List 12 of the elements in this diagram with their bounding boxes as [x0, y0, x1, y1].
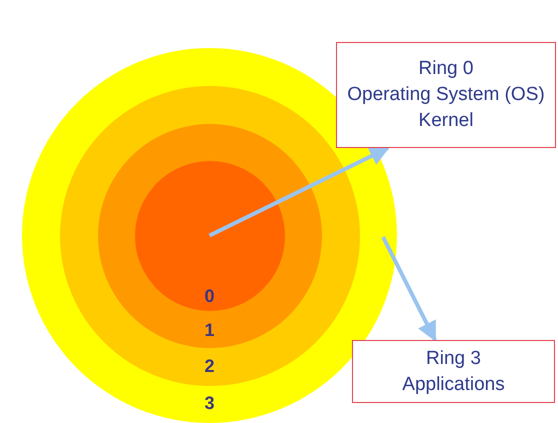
label-box — [352, 340, 555, 403]
box-text: Applications — [402, 372, 505, 396]
arrow — [208, 146, 390, 238]
label-box — [336, 42, 556, 148]
box-text: Operating System (OS) Kernel — [346, 83, 546, 133]
box-heading: Ring 0 — [418, 57, 474, 81]
ring-number: 2 — [204, 356, 214, 376]
arrow — [381, 236, 437, 342]
box-heading: Ring 3 — [426, 346, 481, 370]
ring-number: 1 — [204, 320, 214, 340]
ring-number: 3 — [204, 393, 214, 413]
ring-number: 0 — [204, 286, 214, 306]
